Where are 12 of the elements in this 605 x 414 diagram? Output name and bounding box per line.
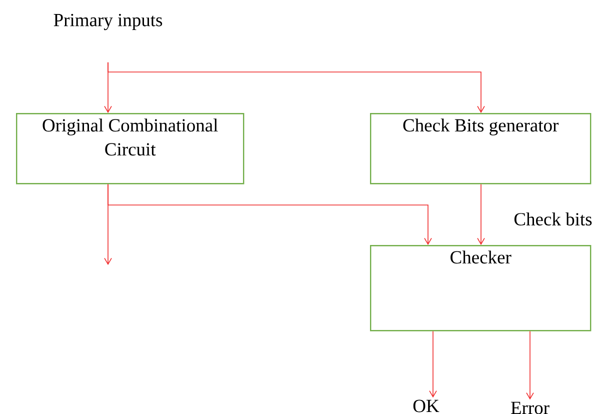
arrow	[429, 330, 437, 398]
arrow	[108, 62, 485, 113]
arrow	[104, 184, 112, 265]
signal-text: OK	[413, 400, 440, 412]
edge-label: Check bits	[512, 211, 594, 226]
signal-text: Error	[511, 402, 550, 414]
arrow	[477, 184, 485, 245]
process-box: Original Combinational Circuit	[16, 113, 244, 184]
process-box: Checker	[370, 245, 592, 332]
signal-text: Primary inputs	[54, 14, 162, 30]
arrow	[526, 330, 534, 400]
process-box: Check Bits generator	[370, 113, 592, 184]
